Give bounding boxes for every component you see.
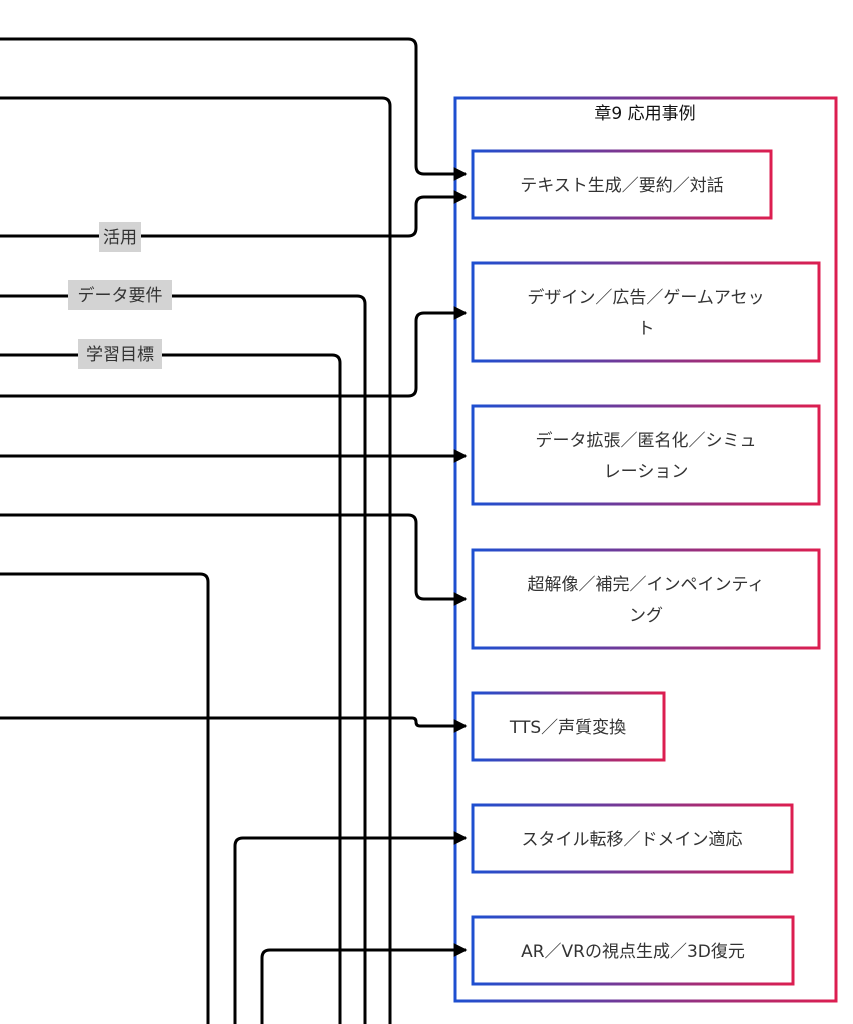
edge-label-utilization: 活用: [99, 222, 141, 252]
node-label-line-1: 超解像／補完／インペインティ: [528, 575, 765, 595]
node-label-line-2: ング: [629, 606, 663, 626]
node-text-gen[interactable]: テキスト生成／要約／対話: [471, 149, 773, 220]
node-tts[interactable]: TTS／声質変換: [471, 691, 666, 762]
node-box[interactable]: [471, 915, 795, 986]
node-label-line-1: データ拡張／匿名化／シミュ: [536, 430, 757, 451]
node-label: スタイル転移／ドメイン適応: [522, 830, 743, 850]
edge-label-bg: [68, 280, 172, 310]
node-label-line-2: レーション: [604, 462, 689, 482]
node-label: TTS／声質変換: [509, 718, 626, 738]
edge-data-requirements: [0, 294, 367, 1024]
node-label: テキスト生成／要約／対話: [520, 176, 724, 196]
edge-vertical-390: [0, 96, 392, 1024]
edge-to-design: [0, 306, 468, 398]
edge-to-tts: [0, 716, 468, 733]
node-style-transfer[interactable]: スタイル転移／ドメイン適応: [471, 803, 794, 874]
edge-label-bg: [78, 339, 162, 369]
edge-to-text-gen-1: [0, 37, 468, 181]
node-data-aug[interactable]: データ拡張／匿名化／シミュ レーション: [471, 404, 821, 506]
node-box[interactable]: [471, 548, 821, 650]
node-box[interactable]: [471, 261, 821, 363]
edge-label-text: データ要件: [78, 285, 163, 306]
node-box[interactable]: [471, 149, 773, 220]
node-box[interactable]: [471, 803, 794, 874]
node-box[interactable]: [471, 691, 666, 762]
edge-label-text: 学習目標: [86, 345, 154, 365]
node-box[interactable]: [471, 404, 821, 506]
edge-learning-goals: [0, 353, 342, 1024]
edge-to-style-transfer: [233, 831, 468, 1024]
node-label-line-1: デザイン／広告／ゲームアセッ: [527, 287, 764, 308]
edge-to-text-gen-2: [0, 190, 468, 238]
edge-label-data-requirements: データ要件: [68, 280, 172, 310]
node-super-res[interactable]: 超解像／補完／インペインティ ング: [471, 548, 821, 650]
edge-label-bg: [99, 222, 141, 252]
node-design[interactable]: デザイン／広告／ゲームアセッ ト: [471, 261, 821, 363]
edge-to-super-res: [0, 513, 468, 606]
cluster-title: 章9 応用事例: [594, 104, 695, 124]
edge-to-ar-vr: [260, 943, 468, 1024]
edge-vertical-208: [0, 572, 210, 1024]
node-label-line-2: ト: [638, 319, 655, 339]
edges: [0, 37, 468, 1024]
edge-label-text: 活用: [103, 228, 137, 248]
node-ar-vr[interactable]: AR／VRの視点生成／3D復元: [471, 915, 795, 986]
edge-label-learning-goals: 学習目標: [78, 339, 162, 369]
node-label: AR／VRの視点生成／3D復元: [521, 942, 745, 962]
